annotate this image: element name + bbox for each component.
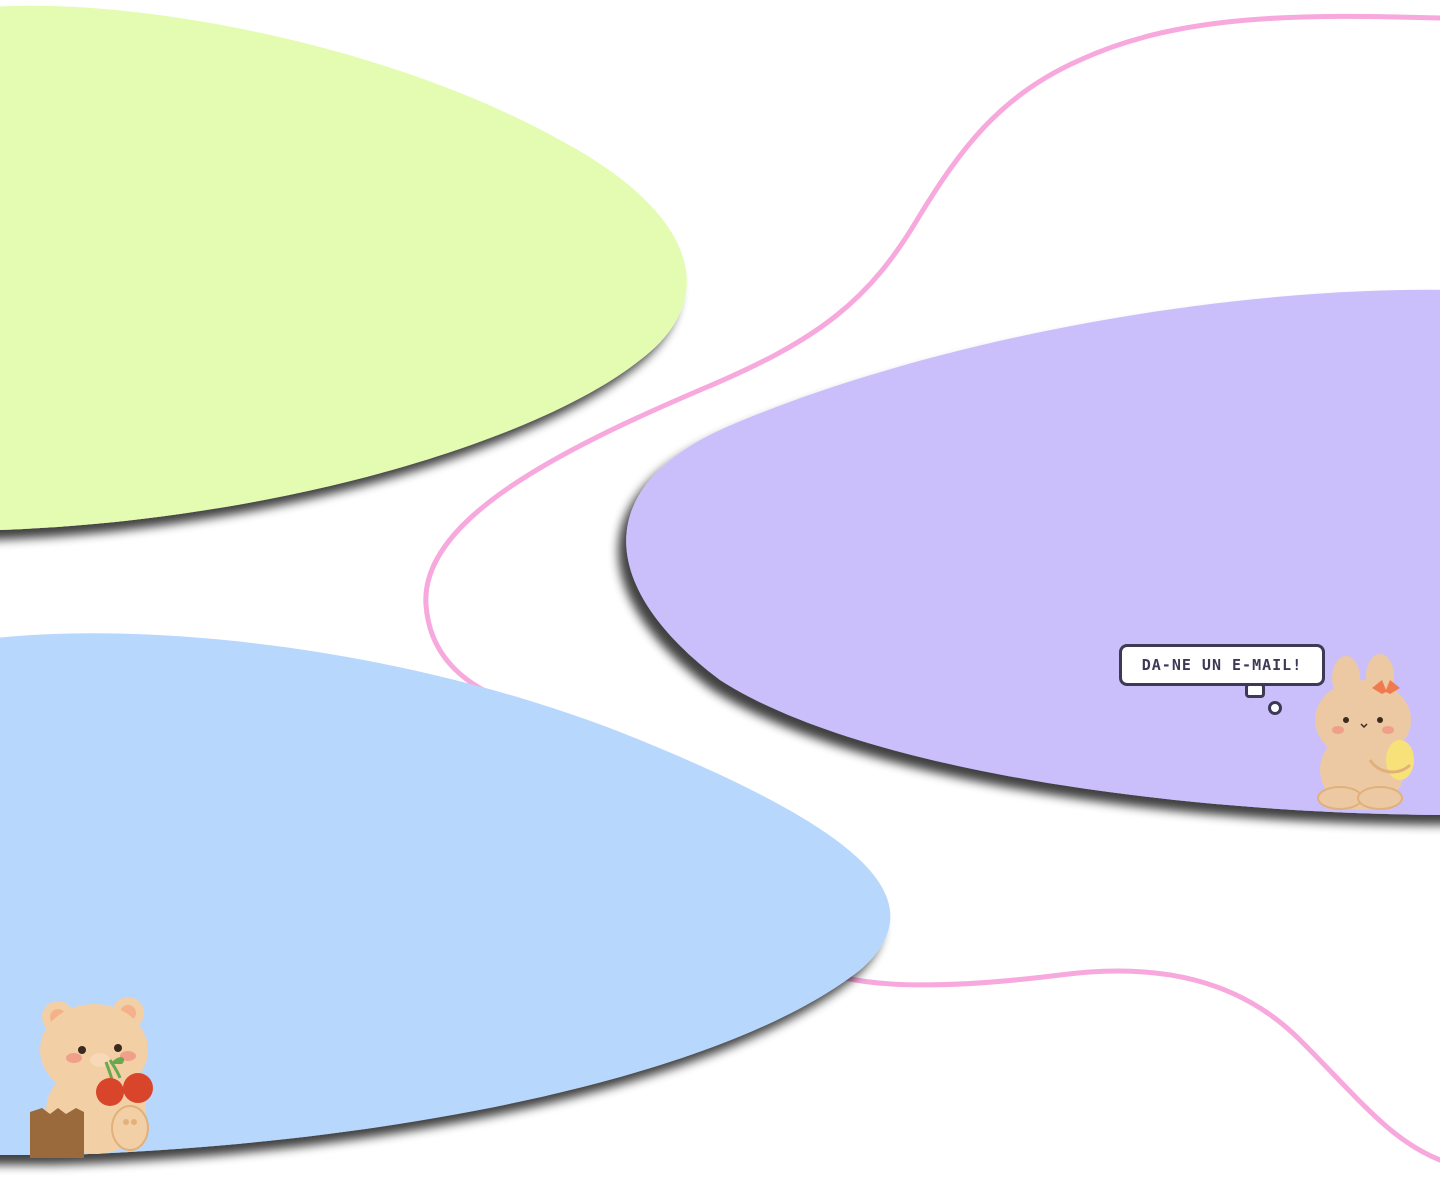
bubble-tail-small [1268, 701, 1282, 715]
bubble-tail-large [1245, 683, 1265, 698]
contact-email-bubble[interactable]: DA-NE UN E-MAIL! [1119, 644, 1325, 686]
bear-with-cherries-icon [30, 997, 153, 1158]
contact-email-text: DA-NE UN E-MAIL! [1141, 656, 1303, 674]
pink-wave-line [423, 13, 1440, 1163]
blue-blob [0, 633, 891, 1155]
bunny-with-bow-icon [1315, 654, 1414, 810]
green-blob [0, 5, 687, 530]
